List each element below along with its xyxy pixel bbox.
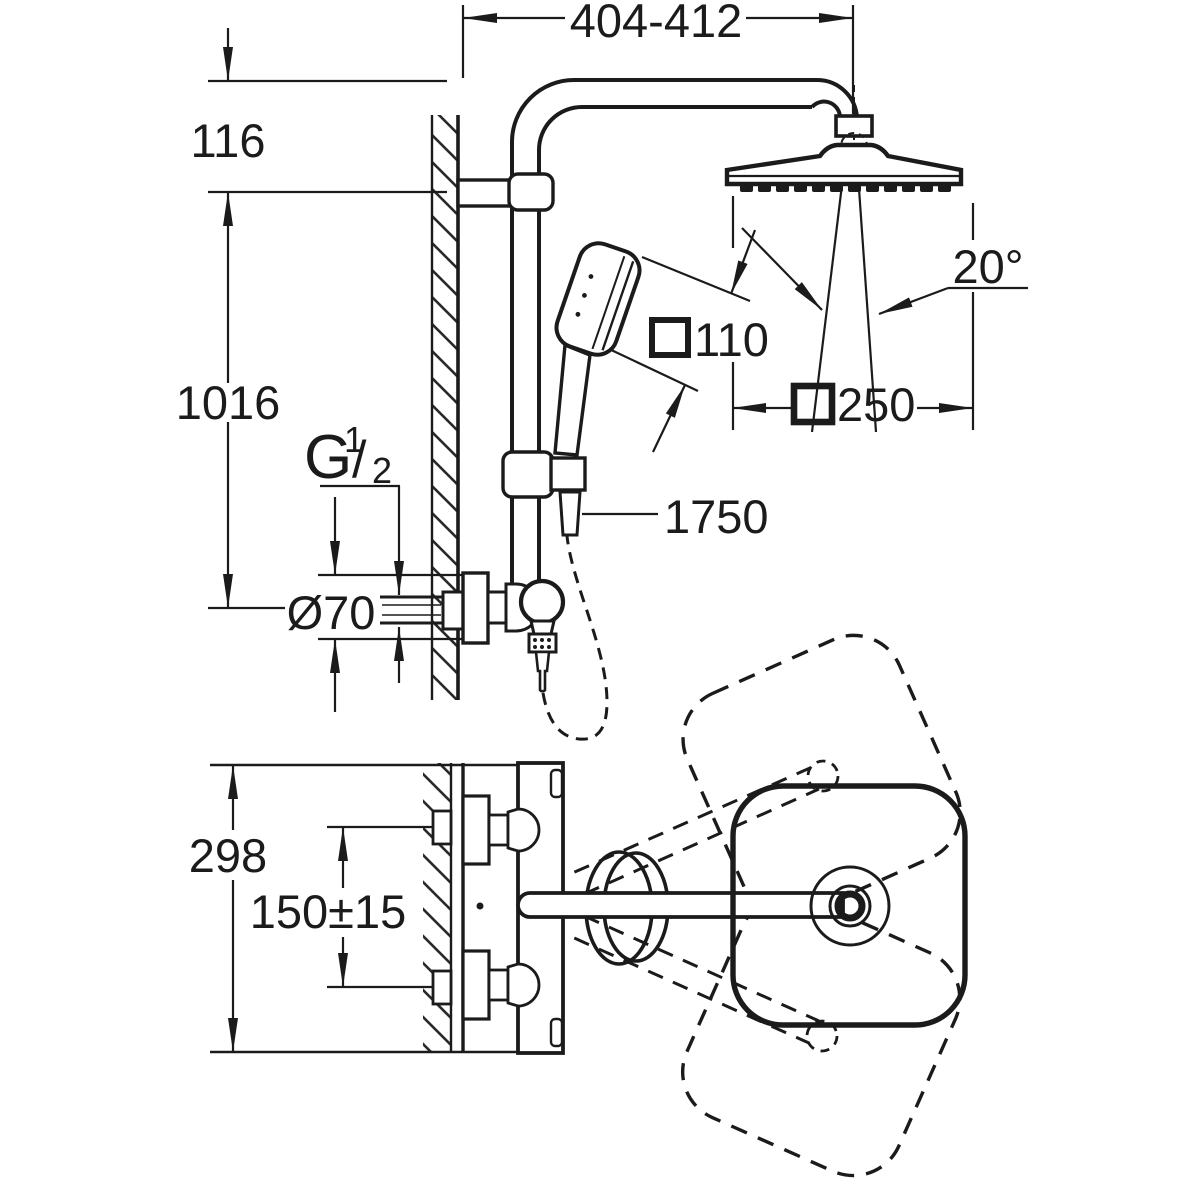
dim-hose-length: 1750: [664, 490, 769, 543]
dim-escutcheon-diameter: Ø70: [287, 586, 376, 639]
svg-text:G: G: [304, 423, 352, 492]
valve-body: [518, 578, 566, 626]
shower-valve: [461, 571, 566, 693]
wall-bracket: [456, 172, 555, 212]
dim-inlet-spacing: 150±15: [250, 885, 407, 938]
nozzle-strip: [740, 184, 951, 192]
dim-thread: G 1 / 2: [304, 419, 392, 492]
dim-rail-length: 1016: [176, 376, 281, 429]
dim-arm-projection: 404-412: [570, 0, 743, 47]
dimension-arrows: [223, 12, 973, 712]
wall-section-plan: [423, 763, 465, 1053]
glide-bracket: [501, 450, 587, 499]
riser-pipe: [510, 78, 859, 585]
dim-head-to-arm: 116: [191, 114, 266, 167]
front-view: 404-412 116 1016 G 1 / 2 Ø70 110 250 20°…: [176, 0, 1028, 741]
hose-connector: [558, 490, 582, 537]
overhead-shower-plan: [730, 783, 968, 1028]
ball-joint-nut: [834, 114, 874, 138]
head-swivel-right: [680, 893, 962, 1178]
svg-text:2: 2: [372, 450, 392, 491]
thermostat-valve: [431, 761, 565, 1055]
swivel-range: [524, 633, 962, 1178]
plan-view: 298 150±15: [189, 633, 968, 1178]
hand-shower-handle: [553, 342, 592, 457]
dim-head-width: 250: [837, 378, 915, 431]
plan-dimension-arrows: [228, 765, 348, 1052]
shower-arm-plan: [516, 891, 845, 919]
supply-connection: [380, 590, 465, 631]
square-symbol: [649, 317, 691, 358]
shower-hose: [541, 535, 609, 741]
ball-joint-plan: [809, 865, 891, 947]
square-symbol: [790, 382, 836, 426]
inlet-union-left: [431, 794, 541, 866]
dim-valve-height: 298: [189, 829, 267, 882]
hand-shower: [553, 241, 642, 537]
dim-hand-shower-width: 110: [694, 313, 769, 366]
svg-text:/: /: [352, 431, 367, 489]
dim-spray-angle: 20°: [952, 240, 1023, 293]
overhead-shower: [724, 114, 964, 192]
svg-text:1: 1: [344, 419, 364, 460]
inlet-union-right: [431, 949, 541, 1021]
plan-extension-lines: [210, 763, 563, 1054]
head-swivel-left: [681, 633, 962, 918]
center-mark: [476, 902, 484, 910]
